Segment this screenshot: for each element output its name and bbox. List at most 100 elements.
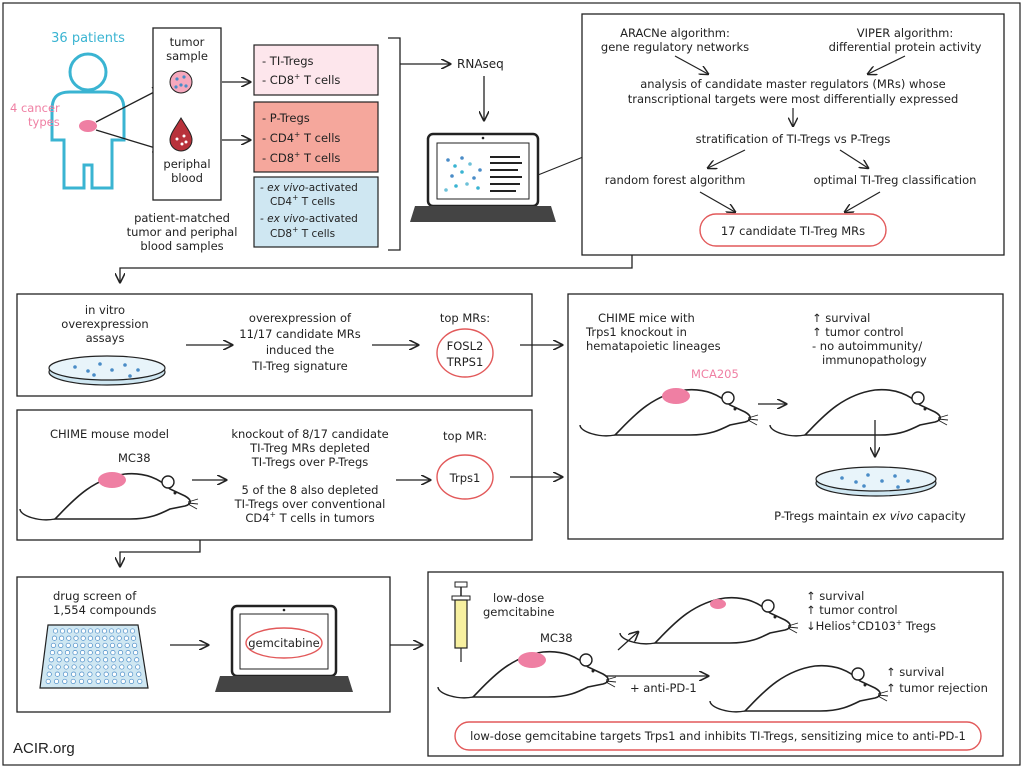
well bbox=[95, 671, 101, 677]
chime-desc-6b: T cells in tumors bbox=[279, 511, 375, 525]
knockout-title-3: hematapoietic lineages bbox=[586, 339, 721, 353]
well bbox=[59, 628, 66, 634]
chime-cd4-sup: + bbox=[270, 510, 276, 519]
arrow-optimal bbox=[845, 191, 881, 212]
well bbox=[66, 635, 72, 641]
cd4-line: - CD4+ T cells bbox=[262, 130, 340, 145]
well bbox=[103, 671, 109, 677]
well bbox=[135, 664, 141, 670]
well bbox=[137, 678, 143, 684]
mca205-tumor-spot bbox=[662, 388, 690, 404]
chime-desc-1: knockout of 8/17 candidate bbox=[231, 427, 388, 441]
well bbox=[103, 657, 109, 663]
exvivo-cd4-line-1: - ex vivo-activated bbox=[260, 182, 358, 194]
well bbox=[128, 678, 135, 684]
well bbox=[79, 671, 85, 677]
well bbox=[54, 671, 60, 677]
well bbox=[48, 657, 54, 663]
drug-title-1: drug screen of bbox=[53, 589, 137, 603]
well bbox=[124, 642, 130, 648]
sample-caption-3: blood samples bbox=[140, 239, 223, 253]
gem-tumor-label: MC38 bbox=[540, 631, 573, 645]
chime-desc-6: CD4 bbox=[245, 511, 269, 525]
knockout-box: CHIME mice with Trps1 knockout in hemata… bbox=[567, 293, 1004, 540]
bracket bbox=[388, 37, 401, 251]
result-oval bbox=[699, 213, 887, 247]
mc38-tumor-spot bbox=[98, 472, 126, 488]
blood-cells-box: - P-Tregs - CD4+ T cells - CD8+ T cells bbox=[253, 101, 379, 173]
random-forest-label: random forest algorithm bbox=[605, 173, 746, 187]
invitro-title-3: assays bbox=[86, 331, 125, 345]
sample-box: tumor sample periphal blood patient-matc… bbox=[127, 27, 238, 253]
chime-top-label: top MR: bbox=[443, 429, 487, 443]
well bbox=[123, 635, 129, 641]
gem-outcome-a-2: ↑ tumor control bbox=[806, 603, 898, 617]
well bbox=[79, 664, 85, 670]
well-plate-icon bbox=[39, 624, 149, 689]
exvivo-label-2: - ex vivo bbox=[260, 213, 305, 225]
connector-1 bbox=[120, 255, 633, 282]
chime-tumor-label: MC38 bbox=[118, 451, 151, 465]
knockout-title-2: Trps1 knockout in bbox=[585, 325, 687, 339]
cd4-tcells: T cells bbox=[303, 131, 340, 145]
chime-top-1: Trps1 bbox=[449, 471, 481, 485]
well bbox=[103, 664, 109, 670]
well bbox=[120, 678, 126, 684]
viper-label-2: differential protein activity bbox=[829, 40, 982, 54]
cd8-tcells: T cells bbox=[303, 73, 340, 87]
cd4-label: - CD4 bbox=[262, 131, 294, 145]
gem-tumor-spot bbox=[518, 652, 546, 668]
arrow-forest bbox=[699, 191, 735, 212]
algorithm-box: ARACNe algorithm: gene regulatory networ… bbox=[581, 13, 1005, 256]
well bbox=[108, 628, 115, 634]
well bbox=[129, 628, 136, 634]
knockout-outcome-1: ↑ survival bbox=[812, 311, 870, 325]
cd8-blood-sup: + bbox=[294, 150, 300, 159]
well bbox=[58, 642, 64, 648]
well bbox=[102, 642, 108, 648]
well bbox=[79, 657, 85, 663]
arrow-to-blood bbox=[95, 129, 162, 150]
knockout-bottom-line: P-Tregs maintain ex vivo capacity bbox=[774, 509, 966, 523]
well bbox=[95, 678, 101, 684]
well bbox=[46, 671, 52, 677]
well bbox=[122, 628, 129, 634]
patients-label: 36 patients bbox=[51, 31, 125, 46]
exvivo-cd8-label: CD8 bbox=[270, 228, 292, 240]
well bbox=[117, 650, 124, 656]
well bbox=[111, 664, 117, 670]
well bbox=[50, 642, 56, 648]
well bbox=[94, 628, 101, 634]
well bbox=[115, 628, 122, 634]
well bbox=[87, 635, 93, 641]
invitro-desc-1: overexpression of bbox=[249, 311, 352, 325]
petri-dish-icon-2 bbox=[815, 466, 937, 497]
optimal-label: optimal TI-Treg classification bbox=[814, 173, 977, 187]
p-tregs-label: - P-Tregs bbox=[262, 111, 310, 125]
chime-box: CHIME mouse model MC38 knockout of 8/17 … bbox=[16, 409, 533, 541]
exvivo-cd8-line-2: CD8+ T cells bbox=[270, 225, 335, 240]
well bbox=[87, 650, 93, 656]
blood-label-1: periphal bbox=[163, 157, 210, 171]
well bbox=[111, 671, 117, 677]
stratification-label: stratification of TI-Tregs vs P-Tregs bbox=[696, 132, 891, 146]
cd8-blood-line: - CD8+ T cells bbox=[262, 150, 340, 165]
sample-caption-2: tumor and periphal bbox=[127, 225, 238, 239]
invitro-top-1: FOSL2 bbox=[447, 339, 484, 353]
well bbox=[80, 650, 86, 656]
cancer-types-label-1: 4 cancer bbox=[10, 101, 60, 115]
well bbox=[62, 678, 68, 684]
well bbox=[53, 678, 60, 684]
exvivo-cd4-label: CD4 bbox=[270, 196, 292, 208]
invitro-title-1: in vitro bbox=[85, 303, 125, 317]
connector-2 bbox=[120, 540, 201, 566]
well bbox=[63, 664, 69, 670]
invitro-top-2: TRPS1 bbox=[446, 355, 484, 369]
well bbox=[72, 642, 79, 648]
analysis-label-2: transcriptional targets were most differ… bbox=[628, 92, 959, 106]
well bbox=[80, 628, 87, 634]
laptop-callout-line bbox=[537, 154, 589, 176]
invitro-desc-2: 11/17 candidate MRs bbox=[239, 327, 360, 341]
